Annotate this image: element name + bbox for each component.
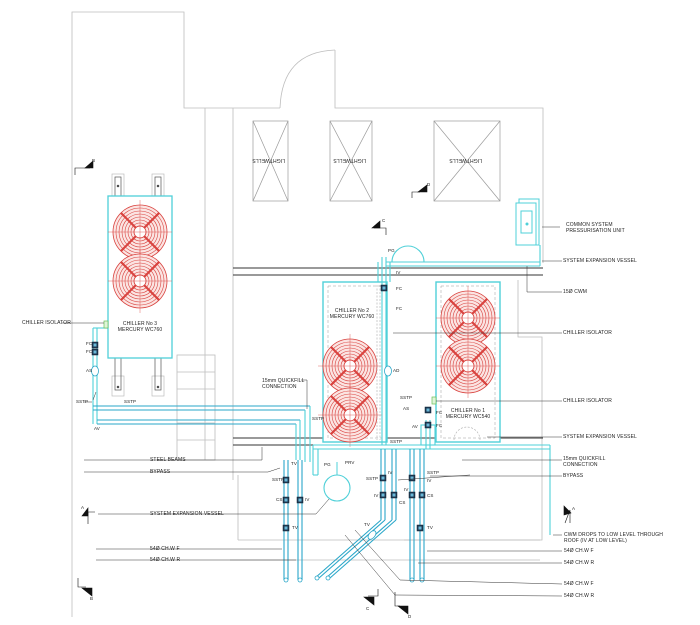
tag-iv-top: IV (396, 270, 401, 275)
air-separators (91, 365, 392, 540)
section-d-bottom-letter: D (408, 614, 412, 619)
tag-fc-1: FC (86, 341, 93, 346)
callout-system-expansion-vessel-mid: SYSTEM EXPANSION VESSEL (563, 434, 637, 440)
tag-iv-5: IV (404, 487, 409, 492)
chiller-3-model: MERCURY WC760 (117, 327, 163, 333)
section-a-right-letter: A (572, 506, 576, 511)
chiller-2-model: MERCURY WC760 (329, 314, 375, 320)
callout-pressurisation-unit: COMMON SYSTEM PRESSURISATION UNIT (566, 222, 625, 234)
callout-bypass-right: BYPASS (563, 473, 584, 479)
callout-quickfill-right: 15mm QUICKFILL CONNECTION (563, 456, 606, 468)
tag-tv-4: TV (427, 525, 433, 530)
chiller-3-name: CHILLER No 3 (122, 321, 158, 327)
tag-ad: AD (393, 368, 400, 373)
callout-chw-flow-2: 54Ø CH.W F (564, 581, 594, 587)
tag-sstp-left-2: SSTP (124, 399, 137, 404)
callout-chw-return-left: 54Ø CH.W R (150, 557, 181, 563)
rooflight-3 (433, 120, 501, 202)
callout-steel-beams: STEEL BEAMS (150, 457, 186, 463)
tag-as-right: AS (403, 406, 410, 411)
tag-cs-1: CS (276, 497, 283, 502)
tag-prv: PRV (345, 460, 355, 465)
callout-cwm: 15Ø CWM (563, 289, 588, 295)
tag-tv-2: TV (292, 525, 298, 530)
tag-pg: PG (324, 462, 331, 467)
callout-chiller-isolator-1: CHILLER ISOLATOR (563, 330, 612, 336)
tag-sstp-2: SSTP (272, 477, 285, 482)
callout-chw-flow-1: 54Ø CH.W F (564, 548, 594, 554)
tag-iv-1: IV (305, 497, 310, 502)
section-c-bottom-letter: C (366, 606, 370, 611)
callout-chiller-isolator-left: CHILLER ISOLATOR (22, 320, 71, 326)
chiller-1-expansion-vessel (453, 426, 481, 441)
callout-chw-return-1: 54Ø CH.W R (564, 560, 595, 566)
rooflight-2 (329, 120, 373, 202)
callout-chiller-isolator-2: CHILLER ISOLATOR (563, 398, 612, 404)
section-markers (74, 160, 572, 615)
tag-fc-4: FC (396, 306, 403, 311)
tag-sstp-mid: SSTP (312, 416, 325, 421)
tag-fc-6: FC (436, 423, 443, 428)
tag-pg-top: PG (388, 248, 395, 253)
tag-iv-3: IV (374, 493, 379, 498)
system-expansion-vessel (323, 474, 351, 502)
tag-iv-2: IV (388, 470, 393, 475)
chiller-2-name: CHILLER No 2 (334, 308, 370, 314)
callout-cwm-drops: CWM DROPS TO LOW LEVEL THROUGH ROOF (IV … (564, 532, 663, 544)
section-a-left-letter: A (81, 505, 85, 510)
tag-iv-4: IV (427, 478, 432, 483)
rooflight-1-label: LIGHTWELLS (252, 157, 285, 163)
callout-chw-flow-left: 54Ø CH.W F (150, 546, 180, 552)
callout-system-expansion-vessel-left: SYSTEM EXPANSION VESSEL (150, 511, 224, 517)
tag-tv-1: TV (291, 461, 297, 466)
tag-as-left: AS (86, 368, 93, 373)
section-b-top-letter: B (92, 158, 96, 163)
callout-chw-return-2: 54Ø CH.W R (564, 593, 595, 599)
tag-sstp-3: SSTP (366, 476, 379, 481)
tag-fc-2: FC (86, 349, 93, 354)
tag-sstp-6: SSTP (390, 439, 403, 444)
tag-sstp-5: SSTP (400, 395, 413, 400)
callout-system-expansion-vessel-top: SYSTEM EXPANSION VESSEL (563, 258, 637, 264)
tag-cs-2: CS (399, 500, 406, 505)
chiller-2-coil (376, 285, 381, 440)
tag-av-left: AV (94, 426, 100, 431)
pipework (92, 245, 551, 580)
section-c-top-letter: C (382, 218, 386, 223)
callout-quickfill-left: 15mm QUICKFILL CONNECTION (262, 378, 305, 390)
pressurisation-unit (515, 198, 540, 246)
tag-fc-3: FC (396, 286, 403, 291)
tag-fc-5: FC (436, 410, 443, 415)
tag-cs-3: CS (427, 493, 434, 498)
tag-av-right: AV (412, 424, 418, 429)
rooflight-1 (252, 120, 289, 202)
rooflight-3-label: LIGHTWELLS (449, 157, 482, 163)
chiller-1-name: CHILLER No 1 (450, 408, 486, 414)
pipe-ends (283, 575, 425, 583)
callout-bypass-left: BYPASS (150, 469, 171, 475)
rooflight-2-label: LIGHTWELLS (333, 157, 366, 163)
section-d-top-letter: D (427, 182, 431, 187)
section-b-bottom-letter: B (90, 596, 94, 601)
tag-sstp-4: SSTP (427, 470, 440, 475)
tag-tv-3: TV (364, 522, 370, 527)
chiller-isolators (103, 320, 437, 405)
chiller-1-model: MERCURY WC540 (445, 414, 491, 420)
tag-sstp-left: SSTP (76, 399, 89, 404)
